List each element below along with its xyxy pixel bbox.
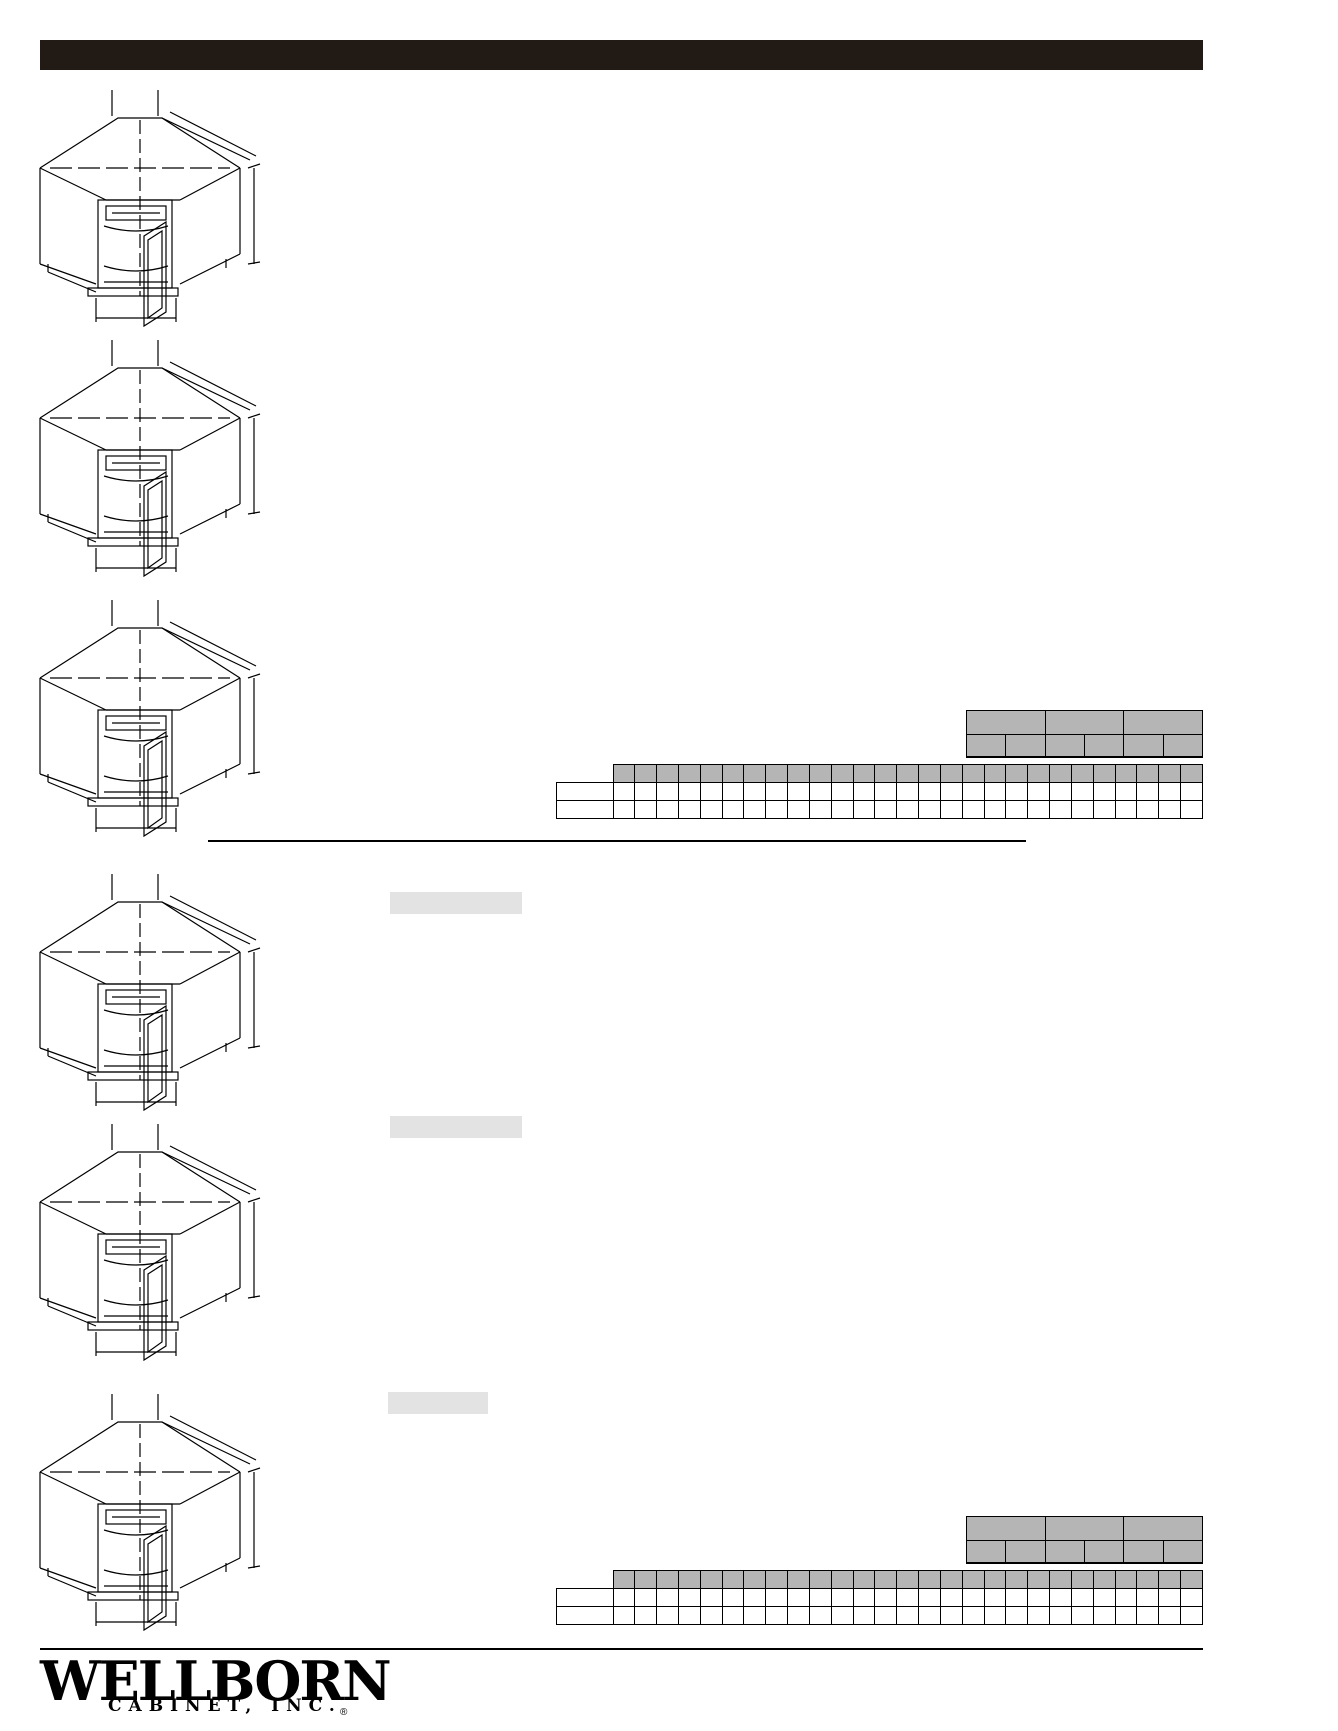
cabinet-drawing xyxy=(39,873,261,1111)
price-table xyxy=(556,1570,1203,1625)
cabinet-drawing xyxy=(39,1123,261,1361)
registered-mark: ® xyxy=(340,1707,348,1718)
header-bar xyxy=(40,40,1203,70)
brand-logo: WELLBORN CABINET, INC. ® xyxy=(40,1649,392,1718)
price-table xyxy=(556,764,1203,819)
cabinet-drawing xyxy=(39,89,261,327)
finish-price-subgrid xyxy=(965,734,1204,758)
cabinet-drawing xyxy=(39,1393,261,1631)
cabinet-drawing xyxy=(39,599,261,837)
cabinet-drawing xyxy=(39,339,261,577)
footer-divider xyxy=(40,1648,1203,1650)
logo-sub-text: CABINET, INC. xyxy=(108,1696,342,1716)
label-placeholder xyxy=(390,1116,522,1138)
label-placeholder xyxy=(390,892,522,914)
logo-main-text: WELLBORN xyxy=(40,1649,392,1713)
section-divider xyxy=(208,840,1026,842)
label-placeholder xyxy=(388,1392,488,1414)
finish-price-subgrid xyxy=(965,1540,1204,1564)
